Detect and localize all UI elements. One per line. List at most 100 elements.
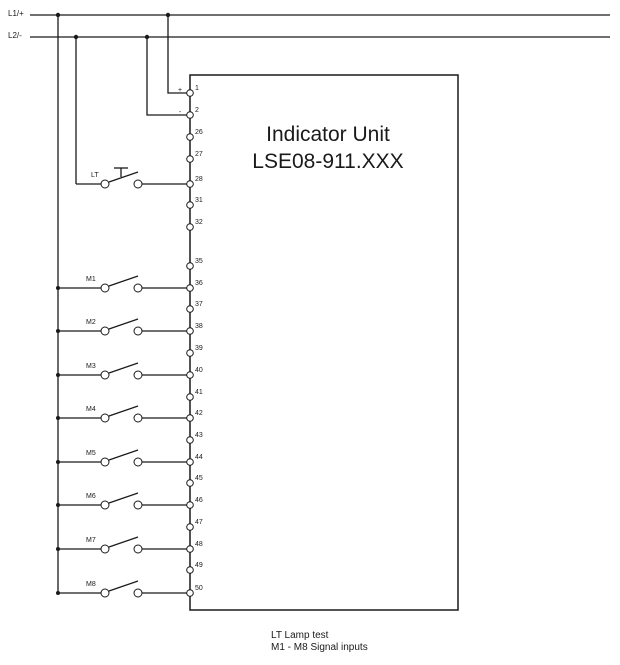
switch-label-lt: LT xyxy=(91,172,99,179)
terminal-number: 1 xyxy=(195,85,199,92)
terminal-strip: 1 2 26 27 28 31 32 35 36 37 38 39 40 41 42 43 44 45 46 47 48… xyxy=(186,85,203,597)
terminal-32: 32 xyxy=(186,219,203,231)
switch-label-m8: M8 xyxy=(86,581,96,588)
terminal-number: 40 xyxy=(195,367,203,374)
terminal-31: 31 xyxy=(186,197,203,209)
terminal-circle xyxy=(186,201,194,209)
terminal-27: 27 xyxy=(186,151,203,163)
contact-left xyxy=(100,326,110,336)
terminal-circle xyxy=(186,180,194,188)
terminal-number: 49 xyxy=(195,562,203,569)
terminal-41: 41 xyxy=(186,389,203,401)
terminal-circle xyxy=(186,305,194,313)
wire-l1-to-terminal-1 xyxy=(167,15,190,94)
switch-label-m5: M5 xyxy=(86,450,96,457)
terminal-number: 42 xyxy=(195,410,203,417)
switch-m7: M7 xyxy=(56,536,190,554)
switch-label-m7: M7 xyxy=(86,537,96,544)
contact-left xyxy=(100,370,110,380)
minus-mark: - xyxy=(179,109,182,116)
terminal-circle xyxy=(186,501,194,509)
switch-blade xyxy=(108,362,139,374)
terminal-number: 46 xyxy=(195,497,203,504)
switch-lt: LT xyxy=(76,167,190,189)
switch-blade xyxy=(108,275,139,287)
terminal-37: 37 xyxy=(186,301,203,313)
contact-right xyxy=(133,413,143,423)
switch-m4: M4 xyxy=(56,405,190,423)
contact-left xyxy=(100,457,110,467)
switch-blade xyxy=(108,405,139,417)
terminal-number: 28 xyxy=(195,176,203,183)
terminal-circle xyxy=(186,479,194,487)
terminal-number: 47 xyxy=(195,519,203,526)
indicator-unit-box xyxy=(189,74,459,611)
terminal-circle xyxy=(186,327,194,335)
contact-right xyxy=(133,179,143,189)
terminal-43: 43 xyxy=(186,432,203,444)
terminal-45: 45 xyxy=(186,475,203,487)
contact-left xyxy=(100,283,110,293)
terminal-circle xyxy=(186,349,194,357)
contact-right xyxy=(133,500,143,510)
switch-blade xyxy=(108,492,139,504)
contact-right xyxy=(133,588,143,598)
terminal-2: 2 xyxy=(186,107,199,119)
switch-label-m2: M2 xyxy=(86,319,96,326)
terminal-number: 48 xyxy=(195,541,203,548)
terminal-number: 2 xyxy=(195,107,199,114)
terminal-number: 36 xyxy=(195,280,203,287)
terminal-number: 35 xyxy=(195,258,203,265)
terminal-40: 40 xyxy=(186,367,203,379)
legend-line-signal-inputs: M1 - M8 Signal inputs xyxy=(271,642,368,653)
terminal-circle xyxy=(186,545,194,553)
terminal-circle xyxy=(186,89,194,97)
terminal-number: 32 xyxy=(195,219,203,226)
terminal-38: 38 xyxy=(186,323,203,335)
switch-m5: M5 xyxy=(56,449,190,467)
terminal-47: 47 xyxy=(186,519,203,531)
rail-l2-label: L2/- xyxy=(8,31,22,40)
terminal-number: 44 xyxy=(195,454,203,461)
contact-left xyxy=(100,179,110,189)
terminal-circle xyxy=(186,458,194,466)
terminal-number: 43 xyxy=(195,432,203,439)
terminal-number: 38 xyxy=(195,323,203,330)
terminal-39: 39 xyxy=(186,345,203,357)
contact-left xyxy=(100,588,110,598)
terminal-50: 50 xyxy=(186,585,203,597)
terminal-number: 50 xyxy=(195,585,203,592)
contact-right xyxy=(133,326,143,336)
switch-blade xyxy=(108,318,139,330)
legend: LT Lamp test M1 - M8 Signal inputs xyxy=(271,630,368,654)
terminal-35: 35 xyxy=(186,258,203,270)
contact-right xyxy=(133,370,143,380)
terminal-26: 26 xyxy=(186,129,203,141)
switch-label-m3: M3 xyxy=(86,363,96,370)
switch-blade xyxy=(108,536,139,548)
terminal-circle xyxy=(186,133,194,141)
switch-blade xyxy=(108,580,139,592)
terminal-number: 27 xyxy=(195,151,203,158)
contact-left xyxy=(100,500,110,510)
terminal-46: 46 xyxy=(186,497,203,509)
terminal-circle xyxy=(186,414,194,422)
switch-label-m6: M6 xyxy=(86,493,96,500)
plus-mark: + xyxy=(178,87,182,94)
terminal-circle xyxy=(186,393,194,401)
terminal-circle xyxy=(186,155,194,163)
terminal-36: 36 xyxy=(186,280,203,292)
unit-title: Indicator Unit xyxy=(266,123,390,146)
terminal-circle xyxy=(186,436,194,444)
terminal-circle xyxy=(186,284,194,292)
contact-left xyxy=(100,544,110,554)
terminal-28: 28 xyxy=(186,176,203,188)
wire-l2-to-terminal-2 xyxy=(146,37,190,116)
switch-blade xyxy=(108,171,139,183)
switch-blade xyxy=(108,449,139,461)
switch-m1: M1 xyxy=(56,275,190,293)
rail-l1-label: L1/+ xyxy=(8,9,24,18)
switch-label-m4: M4 xyxy=(86,406,96,413)
terminal-circle xyxy=(186,262,194,270)
